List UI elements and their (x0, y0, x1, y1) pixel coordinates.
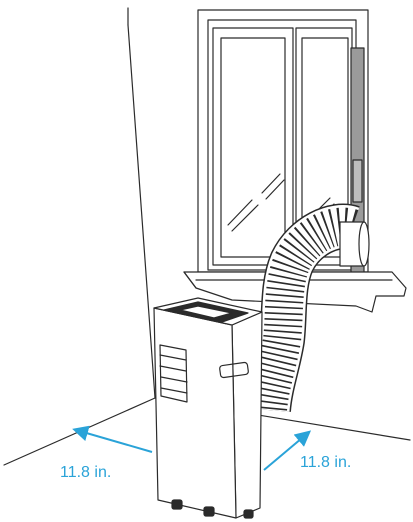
side-handle-icon (219, 361, 249, 379)
right-clearance-arrow (263, 430, 312, 471)
window (197, 9, 369, 273)
air-vent (159, 344, 188, 403)
left-clearance-arrow (72, 425, 153, 453)
left-clearance-label: 11.8 in. (60, 464, 112, 481)
exhaust-hose (245, 203, 370, 413)
air-conditioner-unit (153, 297, 263, 519)
right-clearance-label: 11.8 in. (300, 454, 352, 471)
caster-wheels (171, 499, 254, 519)
